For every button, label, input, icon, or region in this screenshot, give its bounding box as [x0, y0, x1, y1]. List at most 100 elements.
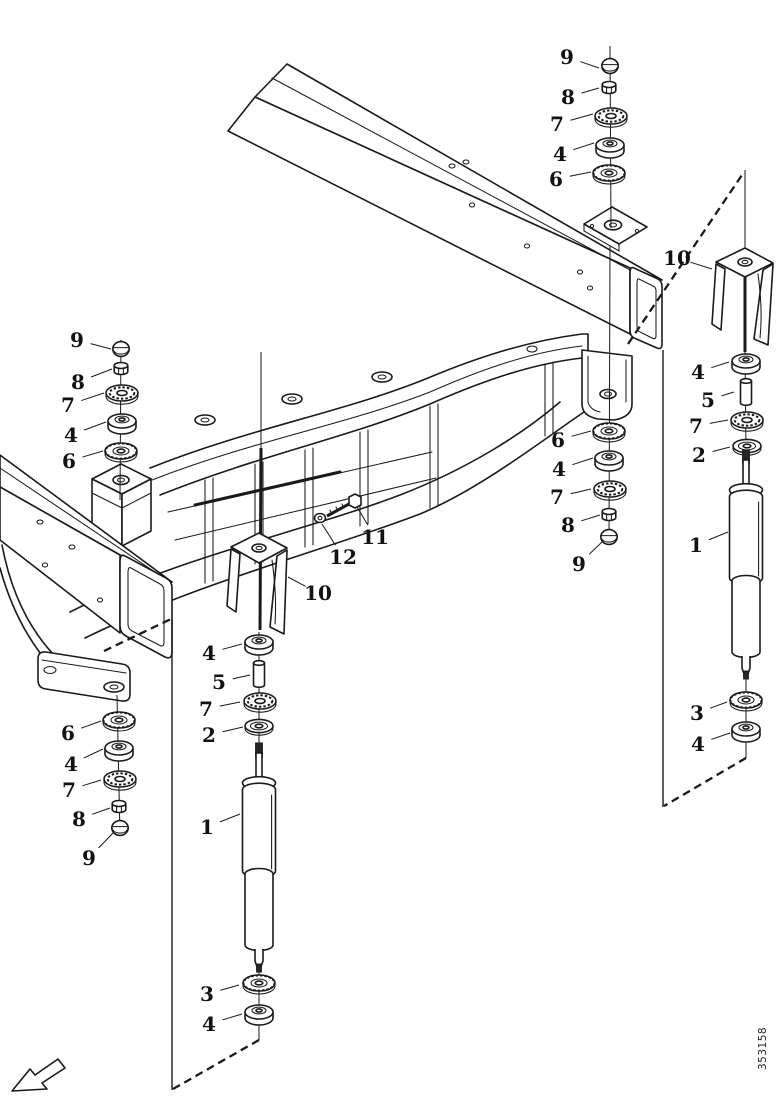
lock-washer-12: [313, 512, 327, 524]
callout-leader-line: [220, 984, 240, 991]
grommet-4: [104, 740, 134, 762]
callout-leader-line: [219, 701, 241, 707]
callout-leader-line: [721, 391, 735, 397]
callout-label-9: 9: [560, 45, 574, 69]
cab-crossmember: [69, 333, 633, 639]
serrated-washer-6: [592, 422, 626, 443]
callout-label-8: 8: [561, 513, 575, 537]
callout-label-5: 5: [212, 670, 226, 694]
callout-label-7: 7: [61, 393, 75, 417]
callout-leader-line: [83, 421, 107, 431]
callout-leader-line: [80, 720, 102, 729]
upper-frame-rail: [227, 63, 663, 350]
washer-2: [244, 718, 274, 737]
callout-leader-line: [82, 450, 104, 458]
callout-leader-line: [287, 576, 306, 587]
callout-label-4: 4: [552, 457, 566, 481]
callout-leader-line: [222, 726, 244, 733]
left-support-gusset: [0, 544, 131, 702]
spacer-5: [739, 377, 753, 407]
callout-label-9: 9: [572, 552, 586, 576]
callout-leader-line: [573, 142, 595, 151]
callout-label-10: 10: [304, 581, 332, 605]
callout-label-2: 2: [202, 723, 216, 747]
callout-label-1: 1: [689, 533, 703, 557]
callout-label-8: 8: [71, 370, 85, 394]
callout-leader-line: [572, 457, 594, 466]
callout-leader-line: [321, 523, 336, 546]
reference-lines: [103, 171, 747, 1090]
shock-bracket-center: [226, 532, 288, 635]
grommet-4: [244, 634, 274, 656]
upper-left-mount-stack: [104, 340, 139, 463]
grommet-4: [731, 721, 761, 743]
cap-nut-9: [599, 528, 619, 546]
callout-label-1: 1: [200, 815, 214, 839]
mounting-bolt-11: [326, 493, 362, 518]
callout-leader-line: [712, 446, 731, 452]
shock-bracket-right: [711, 247, 774, 346]
cap-nut-9: [111, 819, 129, 837]
crossmember-right-hanger: [581, 349, 633, 421]
crossmember-ribs: [204, 361, 554, 584]
washer-7: [105, 384, 139, 406]
serrated-washer-6: [102, 711, 136, 732]
callout-leader-line: [588, 541, 603, 555]
callout-label-7: 7: [199, 697, 213, 721]
callout-leader-line: [81, 392, 105, 402]
callout-label-4: 4: [202, 1012, 216, 1036]
callout-leader-line: [581, 87, 600, 94]
callout-label-4: 4: [553, 142, 567, 166]
crossmember-bolt-tabs: [194, 345, 538, 426]
callout-leader-line: [90, 368, 113, 378]
callout-label-9: 9: [82, 846, 96, 870]
callout-leader-line: [709, 419, 729, 424]
callout-leader-line: [711, 732, 731, 740]
callout-leader-line: [82, 779, 102, 787]
callout-label-6: 6: [551, 428, 565, 452]
center-shock-upper-stack: [243, 634, 277, 737]
callout-leader-line: [92, 807, 111, 815]
lock-nut-8: [601, 507, 617, 522]
serrated-washer-3: [242, 974, 276, 995]
serrated-washer-3: [729, 691, 763, 712]
washer-7: [593, 480, 627, 502]
lower-frame-rail: [0, 454, 173, 659]
washer-7: [594, 107, 628, 129]
grommet-4: [244, 1004, 274, 1026]
serrated-washer-6: [592, 164, 626, 185]
lock-nut-8: [601, 80, 617, 95]
callout-label-8: 8: [561, 85, 575, 109]
washer-7: [243, 692, 277, 714]
callout-leader-line: [709, 701, 728, 709]
serrated-washer-6: [104, 442, 138, 463]
callout-label-3: 3: [200, 982, 214, 1006]
callout-leader-line: [90, 343, 112, 350]
grommet-4: [595, 137, 625, 159]
shock-absorber-1-right: [728, 449, 764, 680]
callout-label-10: 10: [663, 246, 691, 270]
cap-nut-9: [112, 340, 130, 358]
callout-label-9: 9: [70, 328, 84, 352]
rail-end-opening: [629, 266, 663, 350]
callout-leader-line: [222, 643, 243, 650]
callout-label-6: 6: [549, 167, 563, 191]
callout-label-4: 4: [64, 752, 78, 776]
callout-leader-line: [98, 832, 114, 849]
callout-label-12: 12: [329, 545, 357, 569]
callout-leader-line: [232, 674, 251, 680]
shock-absorber-1-center: [241, 742, 277, 973]
callout-label-3: 3: [690, 701, 704, 725]
washer-7: [103, 770, 137, 792]
callout-label-6: 6: [62, 449, 76, 473]
callout-label-7: 7: [550, 112, 564, 136]
callout-leader-line: [219, 813, 241, 823]
callout-leader-line: [356, 506, 369, 526]
callout-label-4: 4: [691, 360, 705, 384]
callout-label-4: 4: [64, 423, 78, 447]
callout-label-4: 4: [691, 732, 705, 756]
callout-label-2: 2: [692, 443, 706, 467]
callout-leader-line: [711, 361, 730, 369]
